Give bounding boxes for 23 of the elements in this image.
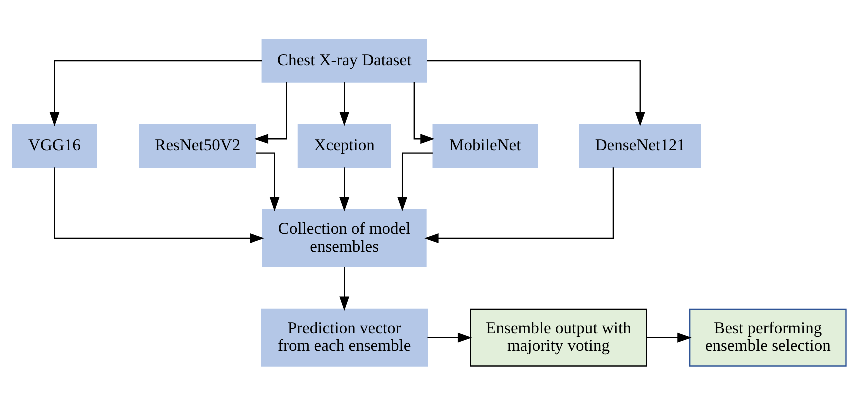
arrow [646, 332, 692, 342]
arrow [256, 152, 280, 211]
arrow [398, 152, 433, 211]
arrow [428, 332, 472, 342]
node-box: Xception [298, 124, 392, 168]
node-box: DenseNet121 [579, 124, 702, 168]
node-box: VGG16 [12, 124, 98, 168]
node-box: Best performing ensemble selection [689, 308, 847, 366]
arrow [427, 60, 646, 126]
node-box: Collection of model ensembles [262, 209, 427, 267]
arrow [340, 82, 350, 126]
arrow [254, 82, 288, 144]
arrow [340, 266, 350, 310]
arrow [340, 167, 350, 212]
arrow [54, 167, 265, 243]
node-box: Ensemble output with majority voting [470, 308, 648, 366]
arrow [414, 82, 435, 144]
node-box: MobileNet [432, 124, 538, 168]
arrow [424, 167, 614, 243]
node-box: ResNet50V2 [139, 124, 256, 168]
node-box: Chest X-ray Dataset [262, 38, 428, 82]
arrow [50, 60, 262, 126]
node-box: Prediction vector from each ensemble [261, 308, 428, 366]
